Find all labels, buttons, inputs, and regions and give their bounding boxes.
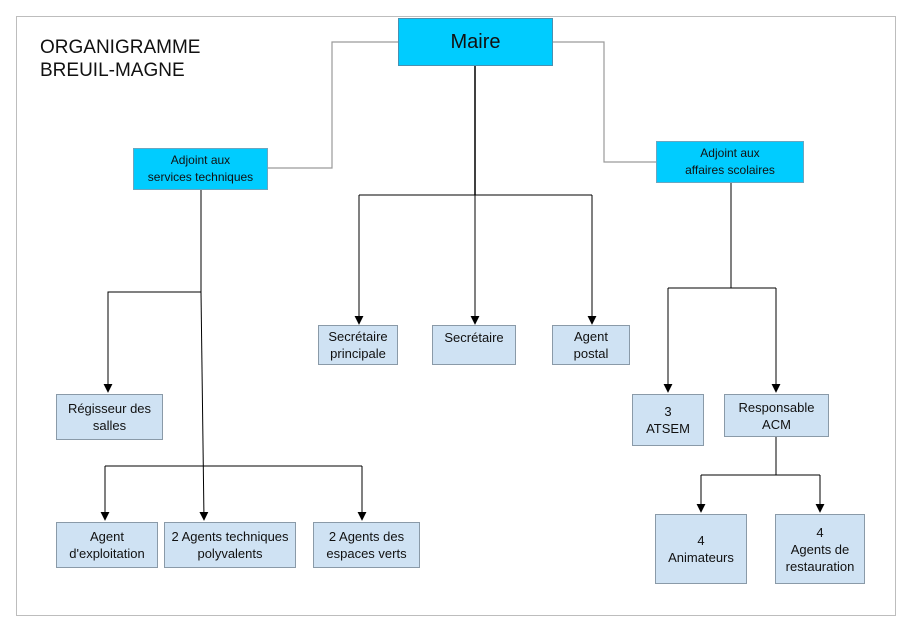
node-maire: Maire (398, 18, 553, 66)
node-agent-postal: Agent postal (552, 325, 630, 365)
node-agents-espaces-verts: 2 Agents des espaces verts (313, 522, 420, 568)
node-animateurs: 4 Animateurs (655, 514, 747, 584)
node-regisseur-des-salles: Régisseur des salles (56, 394, 163, 440)
node-adjoint-affaires-scolaires: Adjoint aux affaires scolaires (656, 141, 804, 183)
node-agents-restauration: 4 Agents de restauration (775, 514, 865, 584)
node-agent-exploitation: Agent d'exploitation (56, 522, 158, 568)
link-maire-adjoint-scol (553, 41, 656, 163)
node-responsable-acm: Responsable ACM (724, 394, 829, 437)
arrow-agents-techniques (199, 291, 209, 521)
link-maire-adjoint-tech (268, 41, 398, 169)
node-adjoint-services-techniques: Adjoint aux services techniques (133, 148, 268, 190)
node-secretaire-principale: Secrétaire principale (318, 325, 398, 365)
node-atsem: 3 ATSEM (632, 394, 704, 446)
node-agents-techniques-polyvalents: 2 Agents techniques polyvalents (164, 522, 296, 568)
node-secretaire: Secrétaire (432, 325, 516, 365)
link-tech-regisseur (103, 291, 201, 393)
chart-title: ORGANIGRAMME BREUIL-MAGNE (40, 37, 201, 81)
chart-frame (16, 16, 896, 616)
